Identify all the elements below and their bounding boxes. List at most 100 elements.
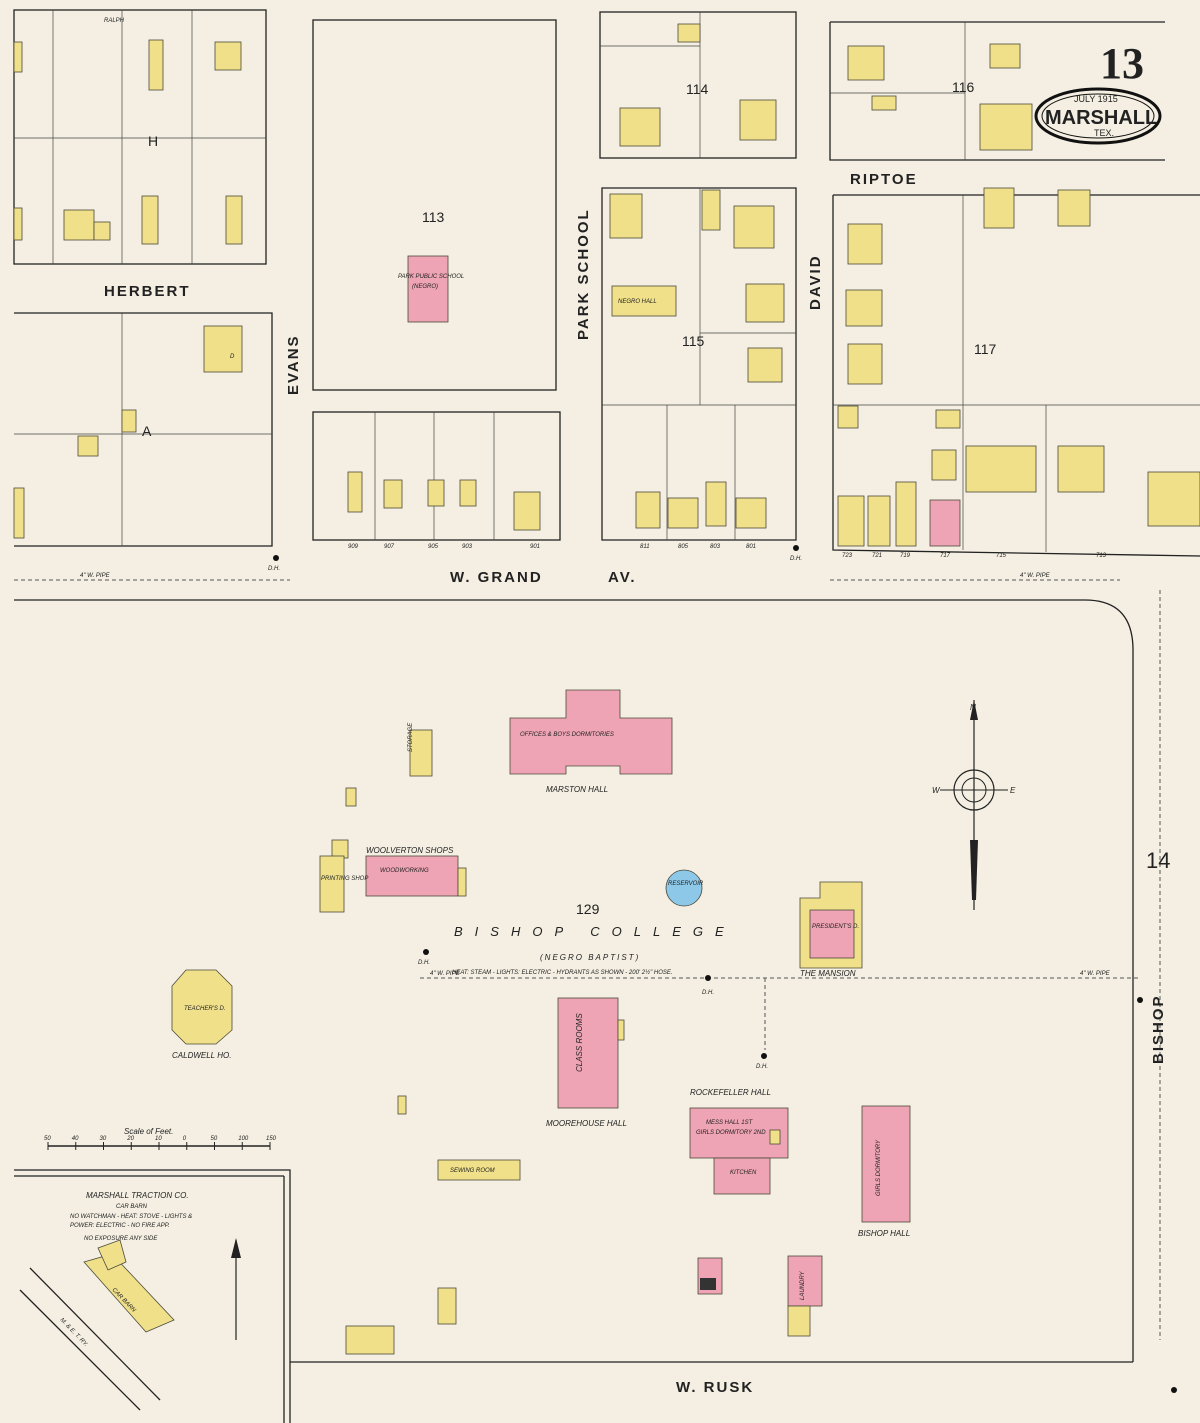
college-text: BISHOP COLLEGE (NEGRO BAPTIST) HEAT: STE… (452, 924, 736, 976)
label-marston-use: OFFICES & BOYS DORMITORIES (520, 732, 614, 738)
pipe-label-1: 4" W. PIPE (80, 573, 111, 579)
street-evans: EVANS (285, 334, 302, 395)
block-h: H (148, 133, 158, 149)
hydrant-label-4: D.H. (702, 990, 714, 996)
street-av: AV. (608, 569, 637, 586)
street-names: RALPH HERBERT EVANS PARK SCHOOL DAVID RI… (104, 18, 1167, 1396)
sheet-title: 13 JULY 1915 MARSHALL TEX. 14 (1034, 39, 1170, 873)
scale-tick-label: 40 (72, 1136, 79, 1142)
house-811: 811 (640, 544, 650, 550)
block-outlines (13, 9, 1200, 1423)
house-715: 715 (996, 553, 1007, 559)
house-903: 903 (462, 544, 473, 550)
scale-tick-label: 150 (266, 1136, 277, 1142)
hydrant-label-1: D.H. (268, 566, 280, 572)
label-bishop-hall: BISHOP HALL (858, 1229, 910, 1238)
hydrant-label-5: D.H. (756, 1064, 768, 1070)
inset-exposure: NO EXPOSURE ANY SIDE (84, 1236, 158, 1242)
pipe-label-3: 4" W. PIPE (430, 971, 461, 977)
scale-tick-label: 100 (238, 1136, 249, 1142)
inset-note1: NO WATCHMAN - HEAT: STOVE - LIGHTS & (70, 1214, 192, 1220)
label-park-school: PARK PUBLIC SCHOOL (398, 274, 464, 280)
compass-w: W (932, 786, 941, 795)
inset-title: MARSHALL TRACTION CO. (86, 1191, 189, 1200)
label-park-school-note: (NEGRO) (412, 284, 438, 290)
college-buildings (171, 689, 911, 1355)
house-801: 801 (746, 544, 756, 550)
label-girls-dormitory: GIRLS DORMITORY (876, 1139, 882, 1196)
block-116: 116 (952, 79, 975, 95)
park-public-school (407, 255, 449, 323)
label-printing: PRINTING SHOP (321, 876, 368, 882)
negro-hall (611, 285, 677, 317)
label-woolverton: WOOLVERTON SHOPS (366, 846, 454, 855)
house-713: 713 (1096, 553, 1107, 559)
reservoir (665, 869, 703, 907)
moorehouse-hall (557, 997, 619, 1109)
house-907: 907 (384, 544, 395, 550)
scale-tick-label: 20 (126, 1136, 134, 1142)
fire-hydrants (273, 545, 1177, 1393)
woolverton-shops (365, 855, 459, 897)
compass-rose: N E W (932, 700, 1016, 910)
street-herbert: HERBERT (104, 283, 191, 300)
block-113: 113 (422, 209, 445, 225)
water-pipes (14, 579, 1161, 1340)
label-woodworking: WOODWORKING (380, 868, 429, 874)
college-name: BISHOP COLLEGE (454, 924, 736, 939)
compass-e: E (1010, 786, 1016, 795)
hydrant-label-3: D.H. (418, 960, 430, 966)
laundry (787, 1255, 823, 1307)
block-115: 115 (682, 333, 705, 349)
label-teachers: TEACHER'S D. (184, 1006, 225, 1012)
block-116-117-buildings (837, 43, 1200, 547)
block-114: 114 (686, 81, 709, 97)
label-laundry: LAUNDRY (800, 1271, 806, 1300)
label-negro-hall: NEGRO HALL (618, 299, 657, 305)
label-moorehouse: MOOREHOUSE HALL (546, 1119, 627, 1128)
house-905: 905 (428, 544, 439, 550)
sheet-date: JULY 1915 (1074, 94, 1118, 104)
house-721: 721 (872, 553, 882, 559)
scale-tick-label: 50 (211, 1136, 218, 1142)
block-129: 129 (576, 901, 600, 917)
scale-title: Scale of Feet. (124, 1127, 173, 1136)
label-caldwell: CALDWELL HO. (172, 1051, 231, 1060)
label-class-rooms: CLASS ROOMS (575, 1013, 584, 1072)
presidents-house (809, 909, 855, 959)
block-a: A (142, 423, 152, 439)
printing-shop (319, 855, 345, 913)
scale-tick-label: 30 (100, 1136, 107, 1142)
block-114-115-buildings (609, 23, 785, 529)
label-sewing: SEWING ROOM (450, 1168, 495, 1174)
scale-tick-label: 0 (183, 1136, 187, 1142)
label-rockefeller: ROCKEFELLER HALL (690, 1088, 771, 1097)
college-services: HEAT: STEAM - LIGHTS: ELECTRIC - HYDRANT… (452, 969, 673, 976)
label-marston: MARSTON HALL (546, 785, 608, 794)
street-david: DAVID (807, 254, 824, 310)
label-girls-dorm-2: GIRLS DORMITORY 2ND (696, 1130, 766, 1136)
label-reservoir: RESERVOIR (668, 881, 704, 887)
house-901: 901 (530, 544, 540, 550)
block-117: 117 (974, 341, 997, 357)
label-dwelling: D (230, 354, 235, 360)
inset-note2: POWER: ELECTRIC - NO FIRE APP. (70, 1223, 170, 1229)
label-kitchen: KITCHEN (730, 1170, 757, 1176)
house-717: 717 (940, 553, 951, 559)
marston-hall (509, 689, 673, 775)
block-h-buildings (13, 39, 243, 539)
sheet-state: TEX. (1094, 128, 1114, 138)
street-park-school: PARK SCHOOL (575, 208, 592, 340)
street-ralph: RALPH (104, 18, 125, 24)
house-805: 805 (678, 544, 689, 550)
street-riptoe: RIPTOE (850, 171, 918, 188)
street-w-grand: W. GRAND (450, 569, 543, 586)
hydrant-label-2: D.H. (790, 556, 802, 562)
house-803: 803 (710, 544, 721, 550)
caldwell-house (171, 969, 233, 1045)
house-719: 719 (900, 553, 911, 559)
sewing-room (437, 1159, 521, 1181)
street-bishop: BISHOP (1150, 994, 1167, 1064)
building-labels: PARK PUBLIC SCHOOL (NEGRO) NEGRO HALL OF… (172, 274, 910, 1300)
